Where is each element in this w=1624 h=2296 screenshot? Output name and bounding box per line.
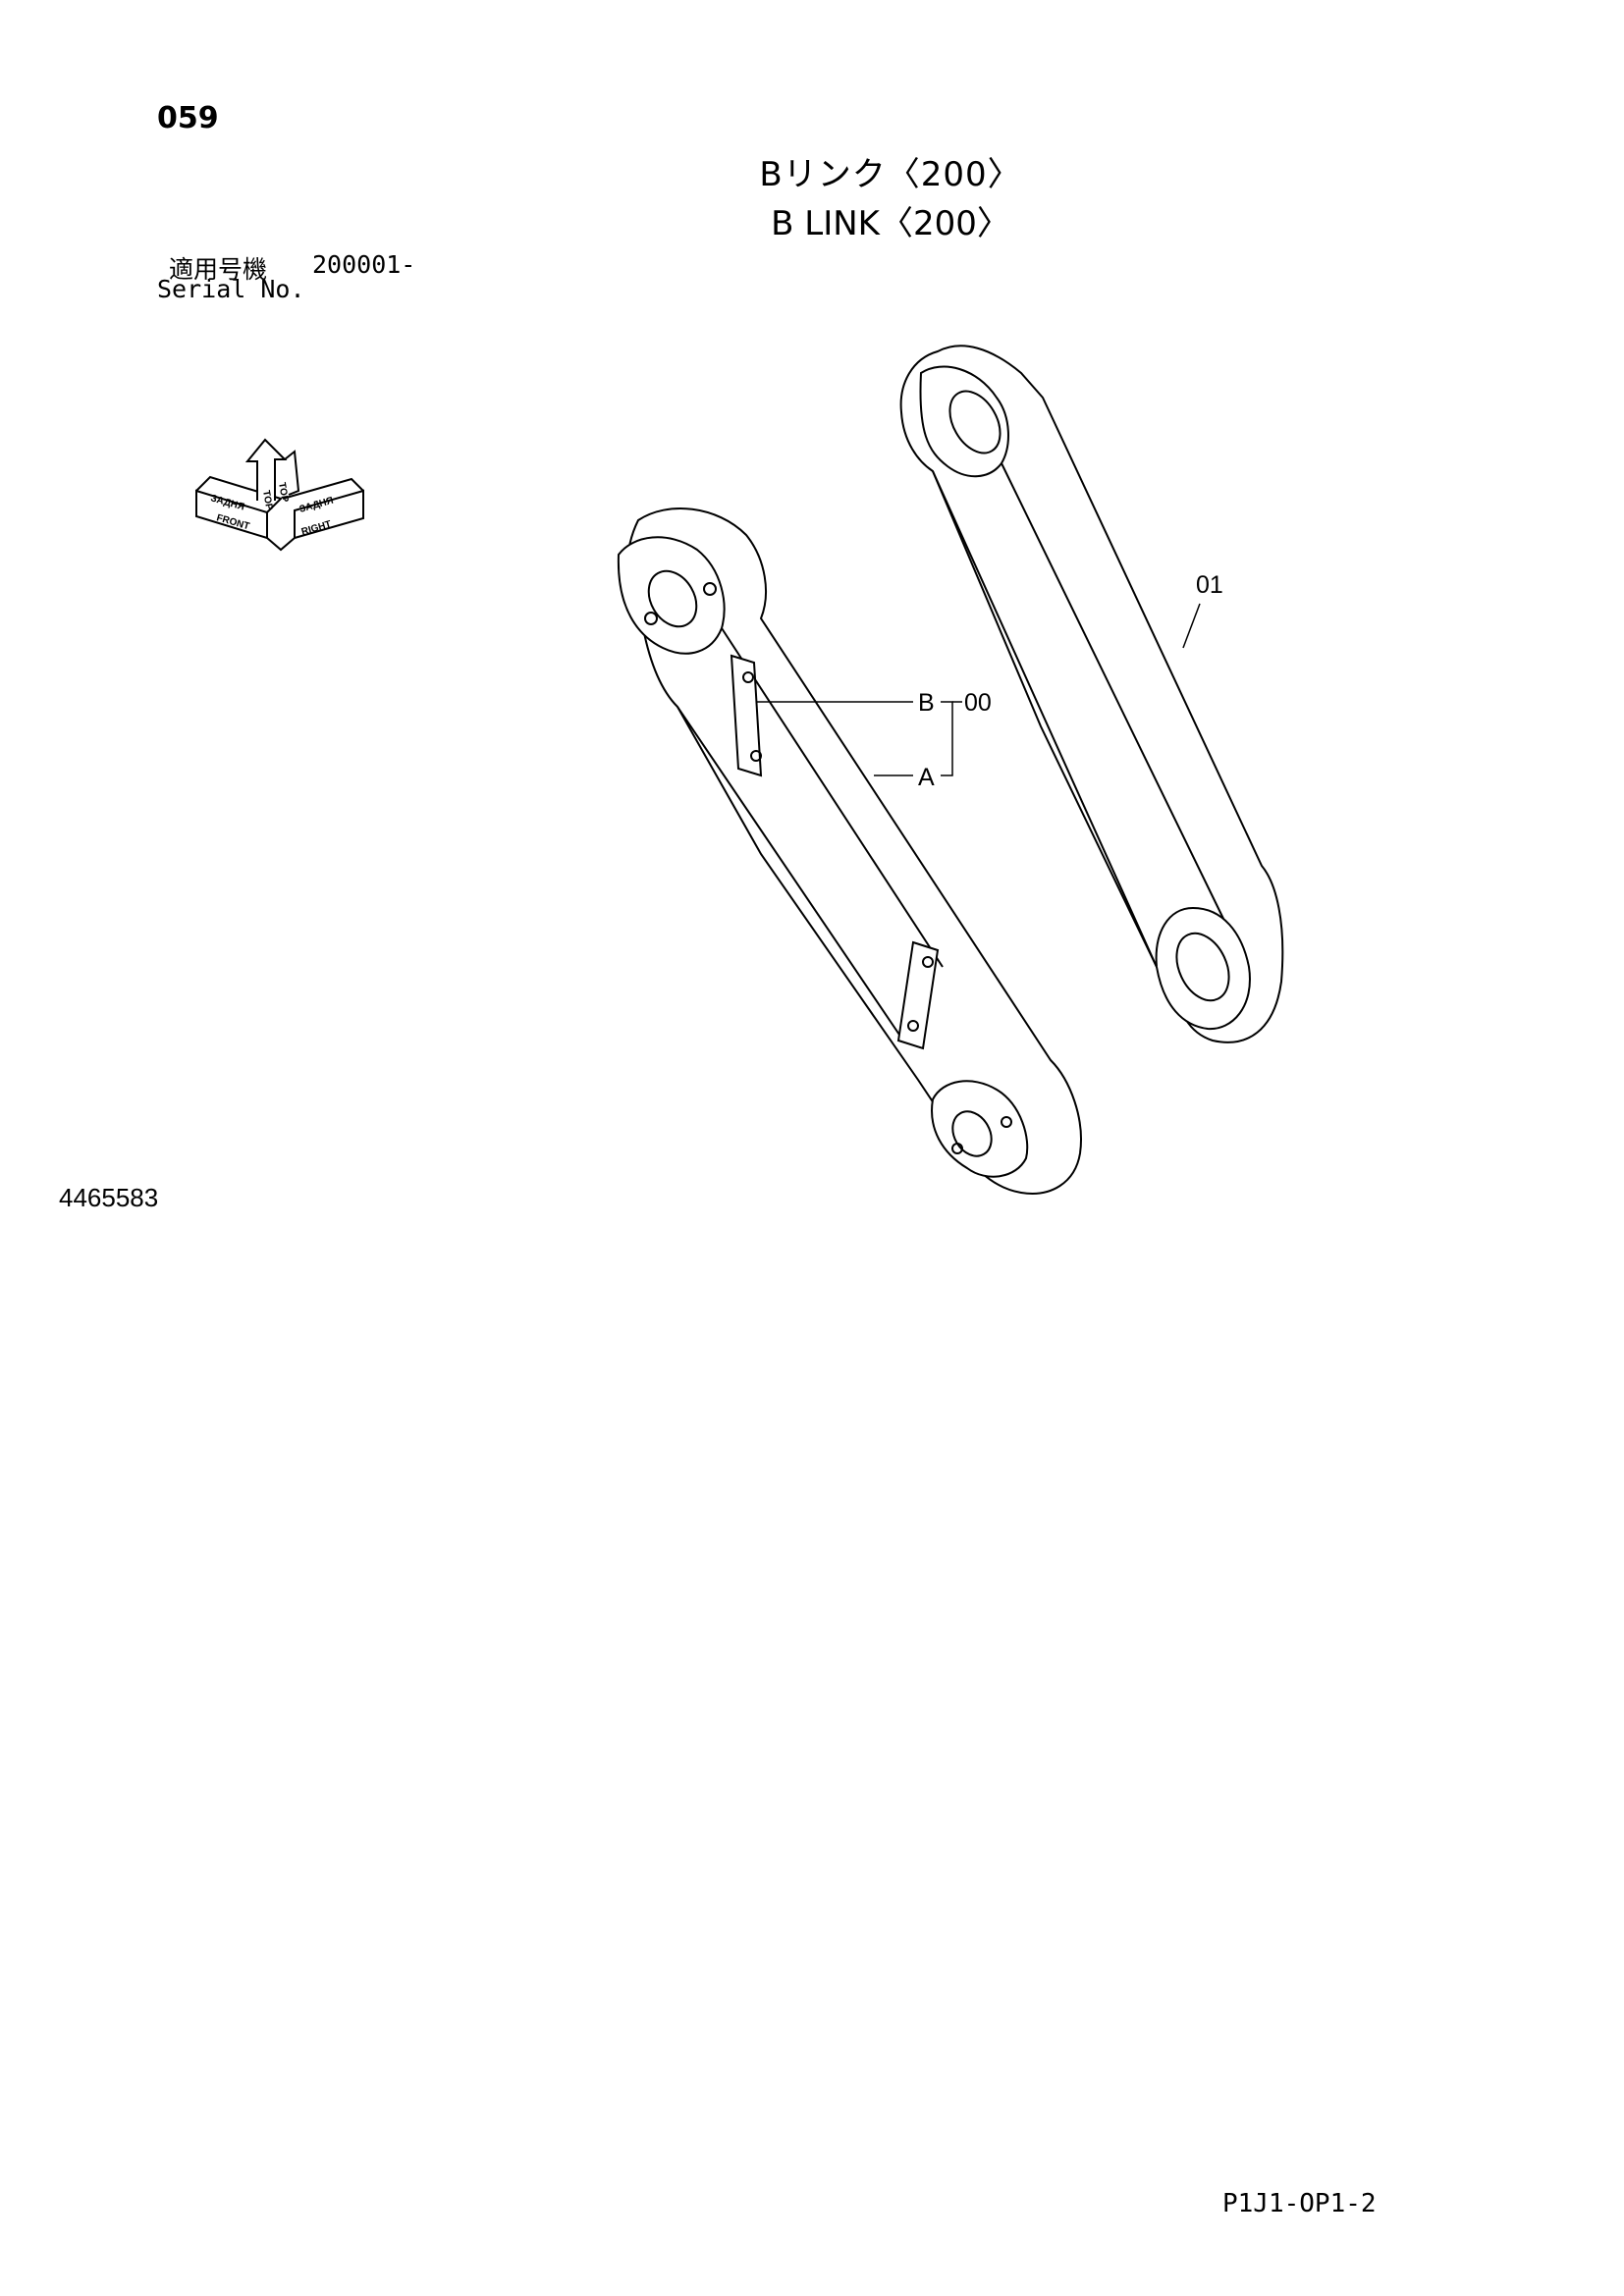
callout-lines (756, 603, 1201, 776)
callout-a: A (918, 764, 935, 791)
callout-01: 01 (1196, 571, 1223, 599)
serial-label-english: Serial No. (157, 275, 305, 303)
link-part-01 (899, 345, 1284, 1043)
figure-number: 4465583 (59, 1183, 159, 1212)
sheet-code: P1J1-OP1-2 (1222, 2189, 1377, 2218)
serial-label-japanese: 適用号機 (169, 255, 268, 284)
link-part-00 (617, 507, 1082, 1195)
callout-b: B (918, 689, 935, 717)
page-number: 059 (157, 101, 219, 135)
icon-label-top: TOP (260, 490, 274, 511)
title-japanese: Bリンク〈200〉 (759, 155, 1022, 194)
serial-number-value: 200001- (312, 250, 416, 279)
callout-00: 00 (964, 689, 992, 717)
orientation-icon: FRONT TOP RIGHT ЗАДНЯ ТОР ЗАДНЯ (195, 438, 364, 552)
bracket-00 (941, 701, 953, 776)
leader-01 (1182, 603, 1201, 649)
title-english: B LINK〈200〉 (771, 204, 1010, 243)
icon-label-top-2: ТОР (276, 482, 290, 504)
